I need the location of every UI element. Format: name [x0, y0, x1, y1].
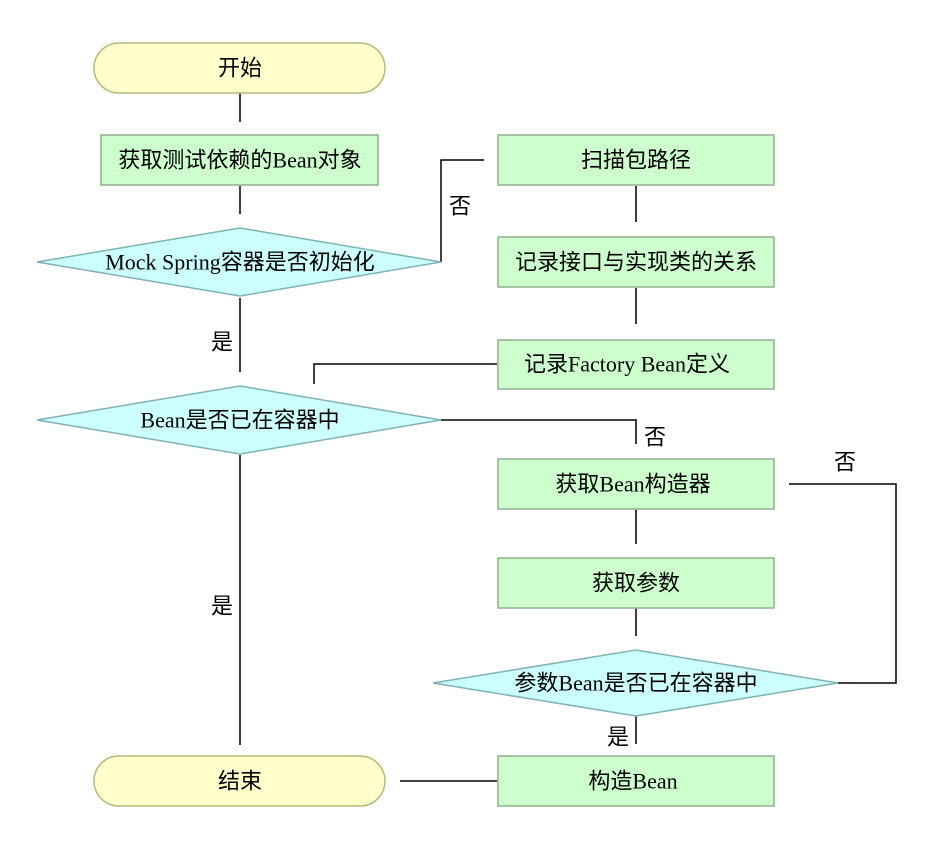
- edge-label-param-bean-yes: 是: [607, 725, 629, 750]
- get-params-label: 获取参数: [592, 571, 680, 596]
- param-bean-in-container-label: 参数Bean是否已在容器中: [514, 671, 757, 696]
- end-label: 结束: [218, 769, 262, 794]
- bean-in-container-label: Bean是否已在容器中: [140, 408, 339, 433]
- construct-bean-label: 构造Bean: [588, 769, 677, 794]
- bean-in-container-decision: Bean是否已在容器中: [36, 385, 442, 455]
- connectors: [239, 93, 897, 782]
- mock-init-label: Mock Spring容器是否初始化: [105, 250, 375, 275]
- scan-package-label: 扫描包路径: [581, 148, 691, 173]
- connector-bean-check-no-to-constructor: [441, 419, 637, 444]
- get-test-beans-label: 获取测试依赖的Bean对象: [118, 148, 361, 173]
- get-bean-constructor-process: 获取Bean构造器: [497, 458, 775, 510]
- edge-label-bean-in-container-yes: 是: [211, 594, 233, 619]
- edge-label-bean-in-container-no: 否: [644, 425, 666, 450]
- get-bean-constructor-label: 获取Bean构造器: [555, 472, 710, 497]
- construct-bean-process: 构造Bean: [497, 755, 775, 807]
- param-bean-in-container-decision: 参数Bean是否已在容器中: [432, 649, 839, 717]
- get-params-process: 获取参数: [497, 557, 775, 609]
- start-label: 开始: [218, 56, 262, 81]
- edge-label-mock-init-no: 否: [449, 194, 471, 219]
- record-interface-impl-label: 记录接口与实现类的关系: [515, 250, 757, 275]
- scan-package-process: 扫描包路径: [497, 134, 775, 186]
- connector-factory-back-to-bean-check: [313, 363, 497, 384]
- end-terminal: 结束: [93, 755, 386, 807]
- connector-param-check-no-loop: [789, 483, 897, 684]
- edge-label-param-bean-no: 否: [834, 450, 856, 475]
- edge-label-mock-init-yes: 是: [211, 330, 233, 355]
- start-terminal: 开始: [93, 42, 386, 94]
- connector-mock-check-no-to-scan: [440, 159, 484, 262]
- record-factory-bean-process: 记录Factory Bean定义: [497, 339, 775, 390]
- record-interface-impl-process: 记录接口与实现类的关系: [497, 236, 775, 288]
- mock-init-decision: Mock Spring容器是否初始化: [36, 227, 442, 297]
- get-test-beans-process: 获取测试依赖的Bean对象: [100, 134, 379, 186]
- record-factory-bean-label: 记录Factory Bean定义: [524, 352, 730, 377]
